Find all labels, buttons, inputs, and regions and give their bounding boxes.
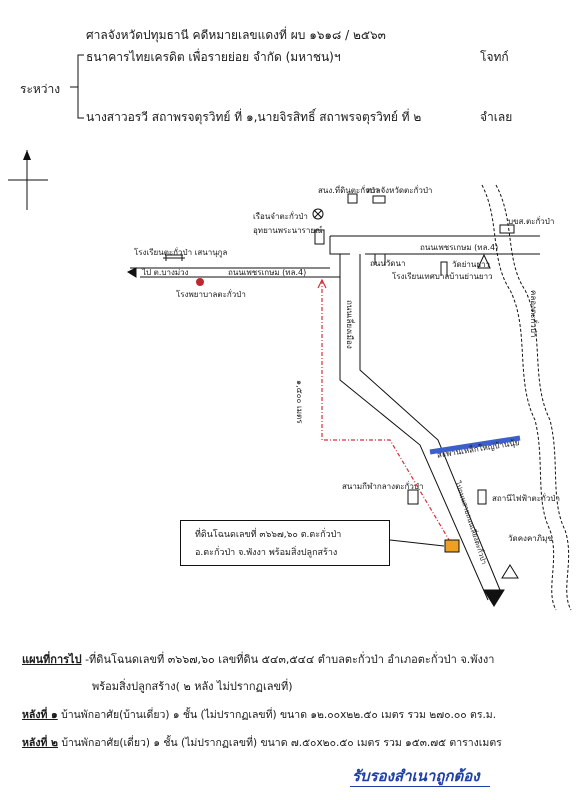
label-stadium: สนามกีฬากลางตะกั่วป่า: [342, 482, 424, 491]
label-temple-yanyao: วัดย่านยาว: [452, 260, 491, 269]
road-bypass: [339, 254, 505, 607]
between-label: ระหว่าง: [20, 82, 61, 96]
temple-khongkhamit-icon: [501, 564, 519, 579]
house-2-label: หลังที่ ๒: [22, 737, 58, 749]
label-road-lower: ถนนเพชรเกษม (ทล.4): [228, 268, 307, 277]
stadium-building: [407, 489, 419, 505]
road-phetkasem-lower: [126, 267, 340, 278]
compass-arrow-icon: [8, 150, 48, 210]
label-distance: ๑,๕๐๐ เมตร: [295, 380, 304, 424]
park-building: [314, 229, 325, 245]
stamp-underline: [350, 786, 490, 787]
plan-text: -ที่ดินโฉนดเลขที่ ๓๖๖๗,๖๐ เลขที่ดิน ๕๔๓,…: [81, 653, 495, 666]
certified-copy-stamp: รับรองสำเนาถูกต้อง: [352, 767, 480, 785]
hospital-icon: [196, 278, 204, 286]
house-2-note: หลังที่ ๒ บ้านพักอาศัย(เดี่ยว) ๑ ชั้น (ไ…: [22, 734, 502, 751]
label-road-upper: ถนนเพชรเกษม (ทล.4): [420, 243, 499, 252]
court-case-title: ศาลจังหวัดปทุมธานี คดีหมายเลขแดงที่ ผบ ๑…: [86, 28, 386, 42]
house-1-label: หลังที่ ๑: [22, 709, 58, 721]
school-icon: [163, 254, 185, 261]
label-road-side: ถนนเลี่ยงเมือง: [345, 300, 354, 349]
site-line-2: อ.ตะกั่วป่า จ.พังงา พร้อมสิ่งปลูกสร้าง: [195, 548, 338, 558]
plaintiff-role: โจทก์: [480, 50, 509, 64]
between-bracket: [70, 54, 84, 119]
label-hospital: โรงพยาบาลตะกั่วป่า: [176, 290, 246, 299]
house-1-note: หลังที่ ๑ บ้านพักอาศัย(บ้านเดี่ยว) ๑ ชั้…: [22, 706, 496, 723]
site-marker: [444, 539, 460, 553]
temple-yanyao-icon: [440, 261, 448, 276]
label-school-yanyao: โรงเรียนเทศบาลบ้านย่านยาว: [392, 272, 493, 281]
label-bks: บขส.ตะกั่วป่า: [508, 217, 555, 226]
house-2-text: บ้านพักอาศัย(เดี่ยว) ๑ ชั้น (ไม่ปรากฏเลข…: [57, 737, 502, 749]
label-to-bangmuang: ไป ต.บางม่วง: [142, 268, 189, 277]
bridge-bar: [429, 435, 521, 455]
power-station-building: [477, 489, 487, 505]
court-building: [372, 195, 386, 204]
plaintiff-name: ธนาคารไทยเครดิต เพื่อรายย่อย จำกัด (มหาช…: [86, 50, 341, 64]
site-description-box: ที่ดินโฉนดเลขที่ ๓๖๖๗,๖๐ ต.ตะกั่วป่า อ.ต…: [180, 520, 390, 566]
plan-note: แผนที่การไป -ที่ดินโฉนดเลขที่ ๓๖๖๗,๖๐ เล…: [22, 650, 494, 668]
label-canal: คลองตะกั่วป่า: [529, 290, 538, 338]
defendant-role: จำเลย: [480, 110, 513, 124]
school-yanyao-icon: [477, 253, 491, 269]
land-office-building: [347, 193, 358, 204]
road-watna: [374, 254, 386, 265]
label-school-senanukul: โรงเรียนตะกั่วป่า เสนานุกูล: [134, 248, 228, 257]
prison-icon: [312, 208, 324, 220]
label-temple-khongkhamit: วัดคงคาภิมุข: [508, 534, 553, 543]
site-line-1: ที่ดินโฉนดเลขที่ ๓๖๖๗,๖๐ ต.ตะกั่วป่า: [195, 530, 342, 540]
label-power-station: สถานีไฟฟ้าตะกั่วป่า: [492, 494, 560, 503]
road-phetkasem-upper: [329, 235, 540, 255]
label-land-office: สนง.ที่ดินตะกั่วป่า: [318, 186, 380, 195]
plan-text-2: พร้อมสิ่งปลูกสร้าง( ๒ หลัง ไม่ปรากฏเลขที…: [92, 680, 293, 693]
canal-lines: [481, 184, 572, 611]
bks-building: [499, 224, 515, 234]
route-line: [321, 280, 453, 546]
plan-label: แผนที่การไป: [22, 653, 82, 666]
defendant-name: นางสาวอรวี สถาพรจตุรวิทย์ ที่ ๑,นายจิรสิ…: [86, 110, 422, 124]
label-prison: เรือนจำตะกั่วป่า: [253, 212, 308, 221]
label-court: ศาลจังหวัดตะกั่วป่า: [366, 186, 433, 195]
label-park: อุทยานพระนารายณ์: [253, 226, 323, 235]
house-1-text: บ้านพักอาศัย(บ้านเดี่ยว) ๑ ชั้น (ไม่ปราก…: [57, 709, 497, 721]
label-road-watna: ถนนวัดนา: [370, 259, 406, 268]
